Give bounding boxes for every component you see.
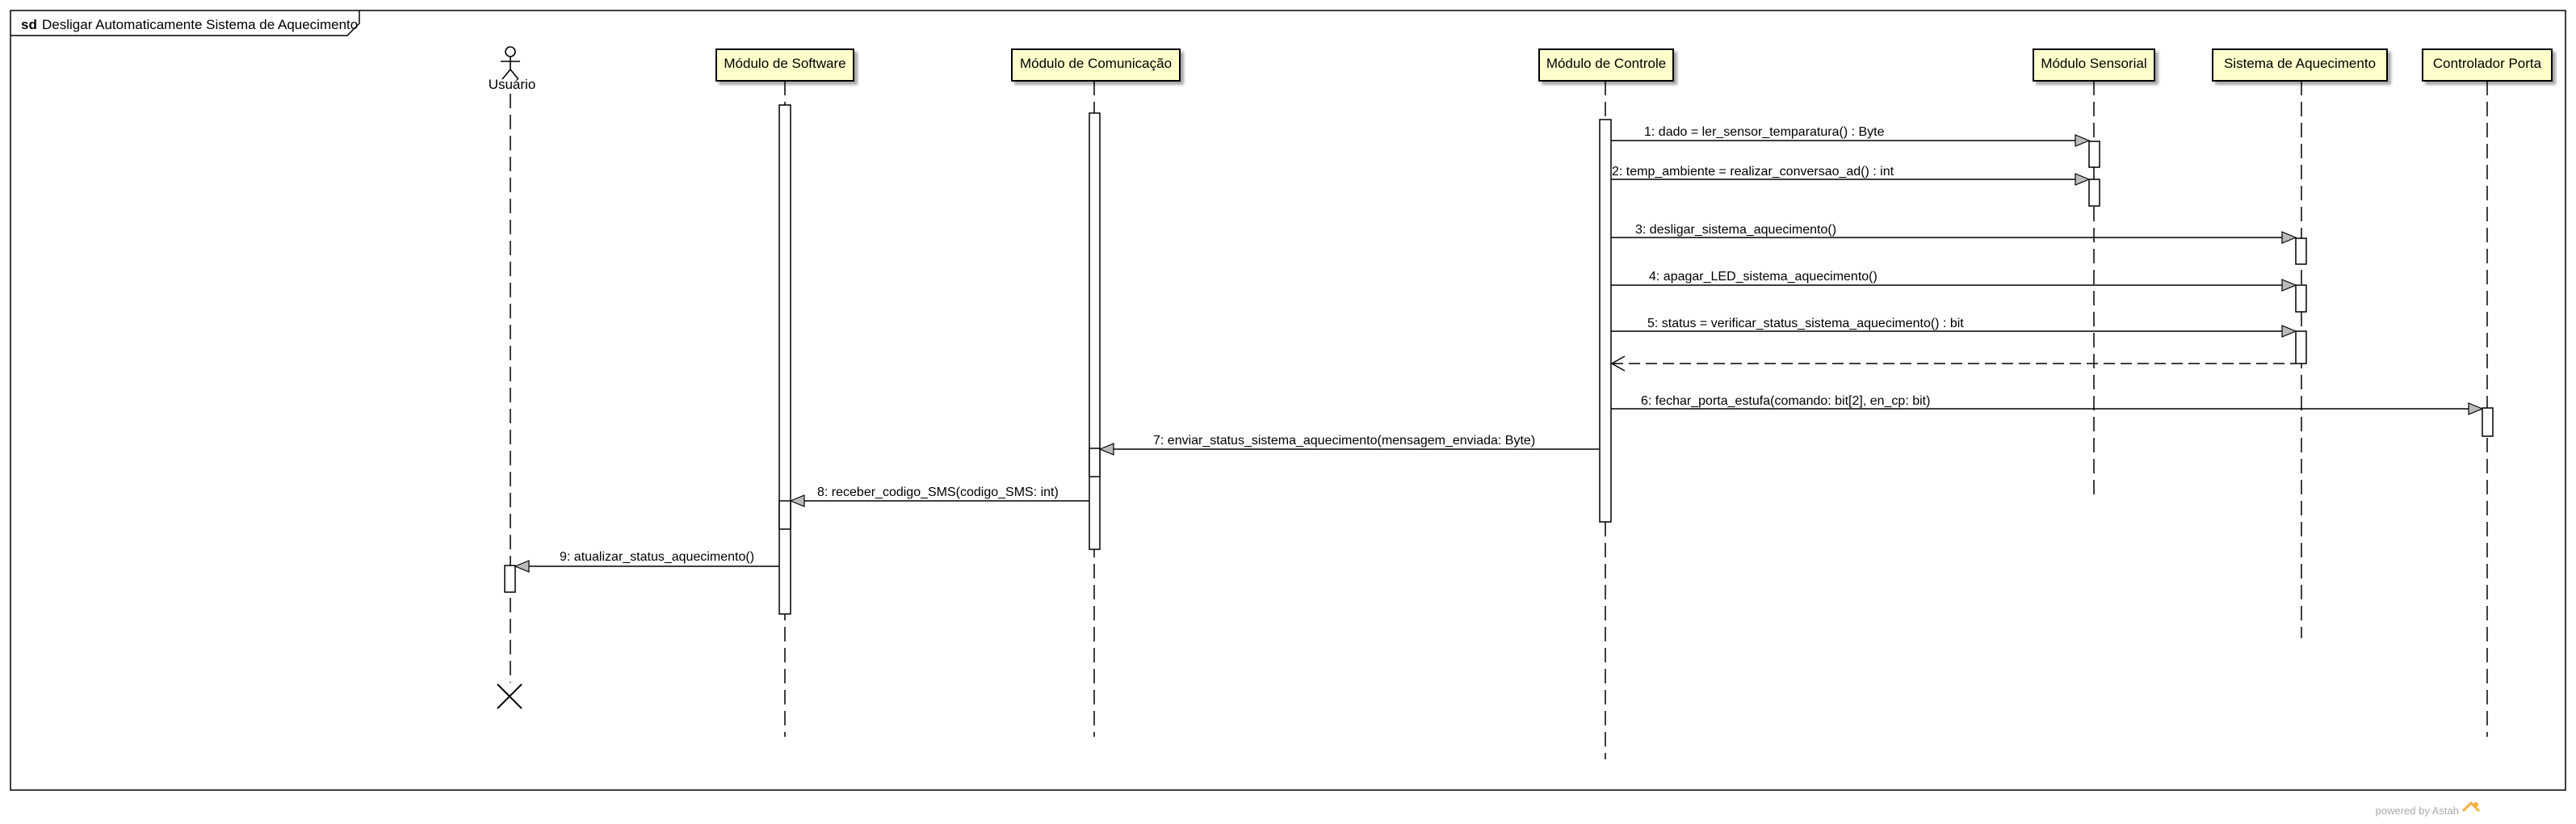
- activation-bar-comunicacao: [1089, 112, 1101, 550]
- arrowhead-icon: [2281, 325, 2297, 338]
- arrowhead-icon: [2075, 134, 2091, 147]
- activation-bar-sensorial-1: [2088, 141, 2100, 168]
- actor-name: Usuário: [489, 77, 536, 92]
- arrowhead-icon: [2281, 231, 2297, 244]
- actor-usuario[interactable]: Usuário: [489, 46, 536, 709]
- activation-bar-aquecimento-1: [2295, 238, 2307, 265]
- message-label: 2: temp_ambiente = realizar_conversao_ad…: [1612, 165, 1894, 179]
- arrowhead-icon: [2075, 173, 2091, 186]
- lifeline-software[interactable]: Módulo de Software: [715, 48, 854, 737]
- lifeline-head-comunicacao: [1011, 48, 1181, 82]
- lifeline-head-sensorial: [2033, 48, 2155, 82]
- message-label: 6: fechar_porta_estufa(comando: bit[2], …: [1641, 394, 1930, 408]
- activation-bar-software: [778, 104, 791, 615]
- message-label: 8: receber_codigo_SMS(codigo_SMS: int): [817, 486, 1059, 499]
- lifeline-aquecimento[interactable]: Sistema de Aquecimento: [2212, 48, 2388, 638]
- watermark: powered by Astah: [2376, 801, 2481, 817]
- lifeline-sensorial[interactable]: Módulo Sensorial: [2033, 48, 2155, 497]
- astah-logo-icon: [2461, 801, 2481, 813]
- message-9[interactable]: 9: atualizar_status_aquecimento(): [514, 550, 779, 573]
- message-label: 1: dado = ler_sensor_temparatura() : Byt…: [1644, 125, 1885, 139]
- lifeline-label-software: Módulo de Software: [724, 56, 845, 71]
- message-4[interactable]: 4: apagar_LED_sistema_aquecimento(): [1611, 270, 2297, 292]
- arrowhead-icon: [2468, 402, 2484, 415]
- message-2[interactable]: 2: temp_ambiente = realizar_conversao_ad…: [1611, 165, 2091, 186]
- message-7[interactable]: 7: enviar_status_sistema_aquecimento(men…: [1098, 434, 1600, 456]
- message-label: 5: status = verificar_status_sistema_aqu…: [1647, 317, 1964, 330]
- lifeline-label-aquecimento: Sistema de Aquecimento: [2224, 56, 2376, 71]
- lifeline-label-porta: Controlador Porta: [2433, 56, 2542, 71]
- open-arrowhead-icon: [1610, 355, 1626, 372]
- watermark-text: powered by Astah: [2376, 805, 2459, 817]
- activation-bar-aquecimento-2: [2295, 284, 2307, 313]
- message-label: 4: apagar_LED_sistema_aquecimento(): [1649, 270, 1877, 284]
- lifeline-head-porta: [2422, 48, 2553, 82]
- lifeline-comunicacao[interactable]: Módulo de Comunicação: [1011, 48, 1181, 737]
- activation-bar-actor: [504, 565, 516, 593]
- lifeline-head-software: [715, 48, 854, 82]
- lifeline-head-aquecimento: [2212, 48, 2388, 82]
- message-label: 3: desligar_sistema_aquecimento(): [1635, 223, 1836, 237]
- frame-keyword: sd: [21, 17, 37, 32]
- message-3[interactable]: 3: desligar_sistema_aquecimento(): [1611, 223, 2297, 244]
- lifeline-head-controle: [1538, 48, 1674, 82]
- activation-bar-sensorial-2: [2088, 179, 2100, 207]
- activation-bar-porta: [2482, 407, 2494, 437]
- lifeline-label-controle: Módulo de Controle: [1546, 56, 1666, 71]
- message-5[interactable]: 5: status = verificar_status_sistema_aqu…: [1611, 317, 2297, 338]
- arrowhead-icon: [1098, 443, 1114, 456]
- activation-bar-aquecimento-3: [2295, 330, 2307, 364]
- arrowhead-icon: [2281, 279, 2297, 292]
- destruction-icon: [497, 683, 522, 709]
- message-5-return[interactable]: [1610, 355, 2296, 372]
- lifeline-porta[interactable]: Controlador Porta: [2422, 48, 2553, 737]
- arrowhead-icon: [514, 560, 530, 573]
- activation-bar-controle: [1599, 119, 1612, 523]
- activation-bar-comunicacao-nested: [1089, 448, 1101, 477]
- actor-stick-figure-icon: [501, 46, 520, 80]
- message-1[interactable]: 1: dado = ler_sensor_temparatura() : Byt…: [1611, 125, 2091, 147]
- frame-title: Desligar Automaticamente Sistema de Aque…: [42, 17, 358, 32]
- message-8[interactable]: 8: receber_codigo_SMS(codigo_SMS: int): [789, 486, 1089, 507]
- arrowhead-icon: [789, 494, 805, 507]
- lifeline-label-sensorial: Módulo Sensorial: [2041, 56, 2146, 71]
- message-label: 9: atualizar_status_aquecimento(): [560, 550, 754, 564]
- activation-bar-software-nested: [778, 500, 791, 530]
- lifeline-label-comunicacao: Módulo de Comunicação: [1020, 56, 1172, 71]
- sequence-frame: sd Desligar Automaticamente Sistema de A…: [10, 10, 2566, 791]
- message-label: 7: enviar_status_sistema_aquecimento(men…: [1153, 434, 1535, 448]
- activation-bars: [504, 104, 2494, 615]
- message-6[interactable]: 6: fechar_porta_estufa(comando: bit[2], …: [1611, 394, 2484, 415]
